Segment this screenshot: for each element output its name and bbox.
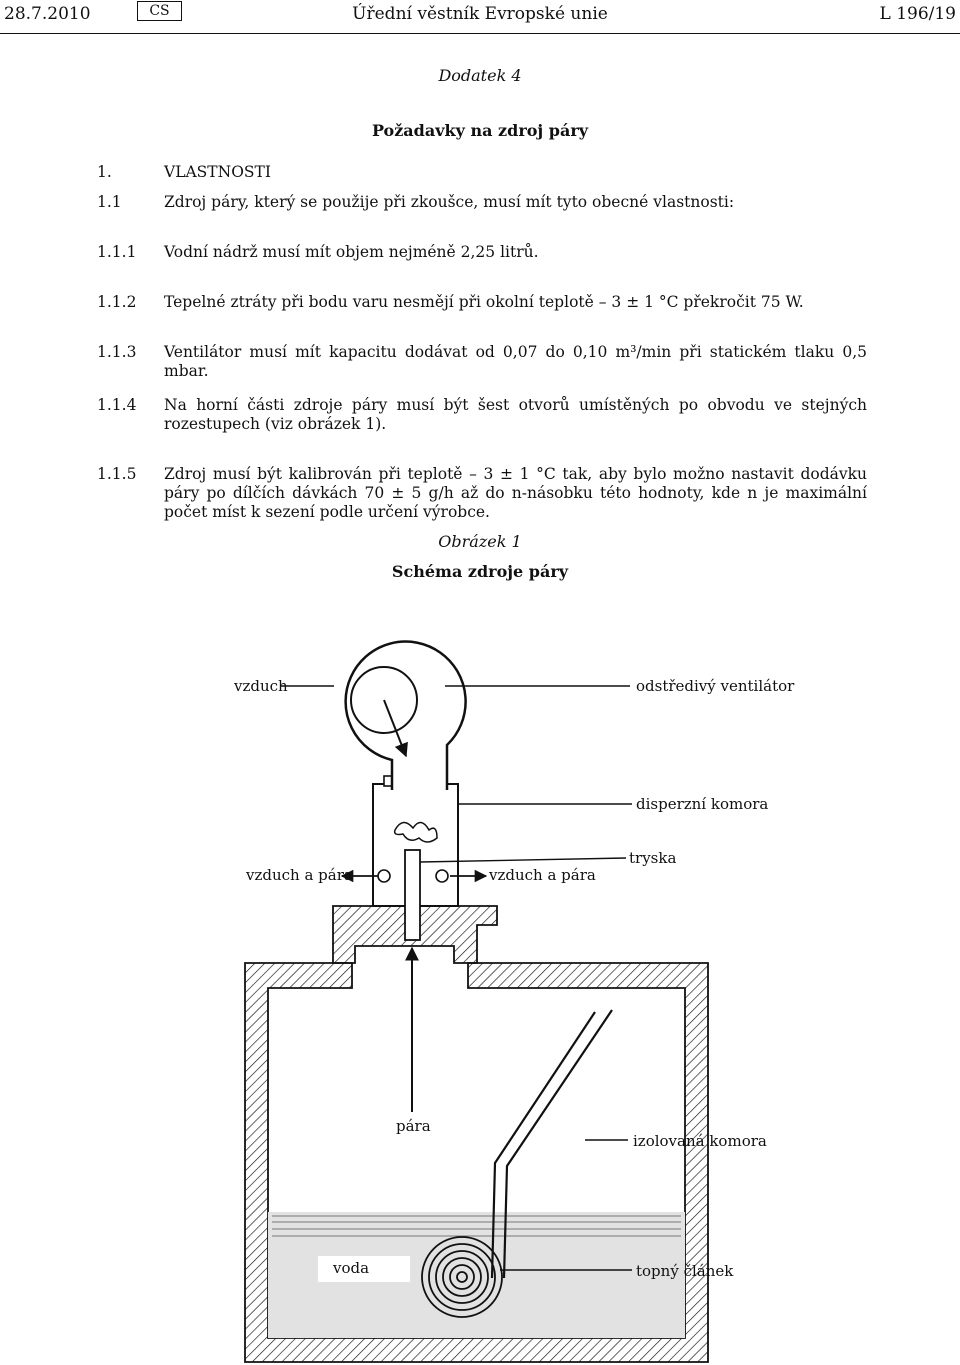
language-badge: CS <box>137 1 182 21</box>
item-text: Vodní nádrž musí mít objem nejméně 2,25 … <box>164 243 539 261</box>
item-number: 1.1.3 <box>97 343 137 361</box>
fan-housing <box>344 640 467 790</box>
leader-lines <box>280 685 632 1271</box>
figure-label: Obrázek 1 <box>438 532 522 551</box>
steam-swirl-icon <box>393 821 438 843</box>
outlet-hole-icon <box>377 869 391 883</box>
item-text: Ventilátor musí mít kapacitu dodávat od … <box>164 343 867 380</box>
label-nozzle: tryska <box>629 849 676 867</box>
label-air-steam-left: vzduch a pára <box>245 866 353 884</box>
page-title: Požadavky na zdroj páry <box>371 121 589 140</box>
label-fan: odstředivý ventilátor <box>636 677 795 695</box>
item-text: Tepelné ztráty při bodu varu nesmějí při… <box>164 293 804 311</box>
item-number: 1.1 <box>97 193 122 211</box>
heater-tube <box>502 1009 613 1279</box>
heater-tube <box>490 1011 596 1279</box>
label-air: vzduch <box>233 677 288 695</box>
label-insulated: izolovaná komora <box>633 1132 767 1150</box>
appendix-label: Dodatek 4 <box>438 66 522 85</box>
water-ripples <box>272 1215 681 1237</box>
label-chamber: disperzní komora <box>636 795 768 813</box>
item-text: VLASTNOSTI <box>164 163 271 181</box>
airflow-arrow-icon <box>383 699 408 758</box>
header-date: 28.7.2010 <box>4 4 91 24</box>
item-number: 1.1.2 <box>97 293 137 311</box>
header-journal: Úřední věstník Evropské unie <box>352 4 608 24</box>
label-water: voda <box>332 1259 369 1277</box>
steam-source-diagram: vzduch odstředivý ventilátor disperzní k… <box>233 640 795 1363</box>
label-heater: topný článek <box>636 1262 734 1280</box>
figure-title: Schéma zdroje páry <box>391 562 569 581</box>
nozzle-tube <box>404 849 421 941</box>
item-number: 1.1.5 <box>97 465 137 483</box>
outlet-hole-icon <box>435 869 449 883</box>
fan-rotor-icon <box>350 666 418 734</box>
heater-coil-icon <box>421 1236 503 1318</box>
item-number: 1.1.1 <box>97 243 137 261</box>
water-label-backdrop <box>318 1256 410 1282</box>
header-reference: L 196/19 <box>879 4 957 24</box>
item-text: Na horní části zdroje páry musí být šest… <box>164 396 867 433</box>
item-text: Zdroj páry, který se použije při zkoušce… <box>164 193 735 211</box>
item-text: Zdroj musí být kalibrován při teplotě – … <box>164 465 867 521</box>
header-rule <box>0 33 960 34</box>
label-air-steam-right: vzduch a pára <box>488 866 596 884</box>
insulated-chamber-wall <box>244 962 709 1363</box>
item-number: 1. <box>97 163 112 181</box>
label-steam: pára <box>396 1117 431 1135</box>
item-number: 1.1.4 <box>97 396 137 414</box>
page-header: 28.7.2010 Úřední věstník Evropské unie C… <box>0 0 960 36</box>
